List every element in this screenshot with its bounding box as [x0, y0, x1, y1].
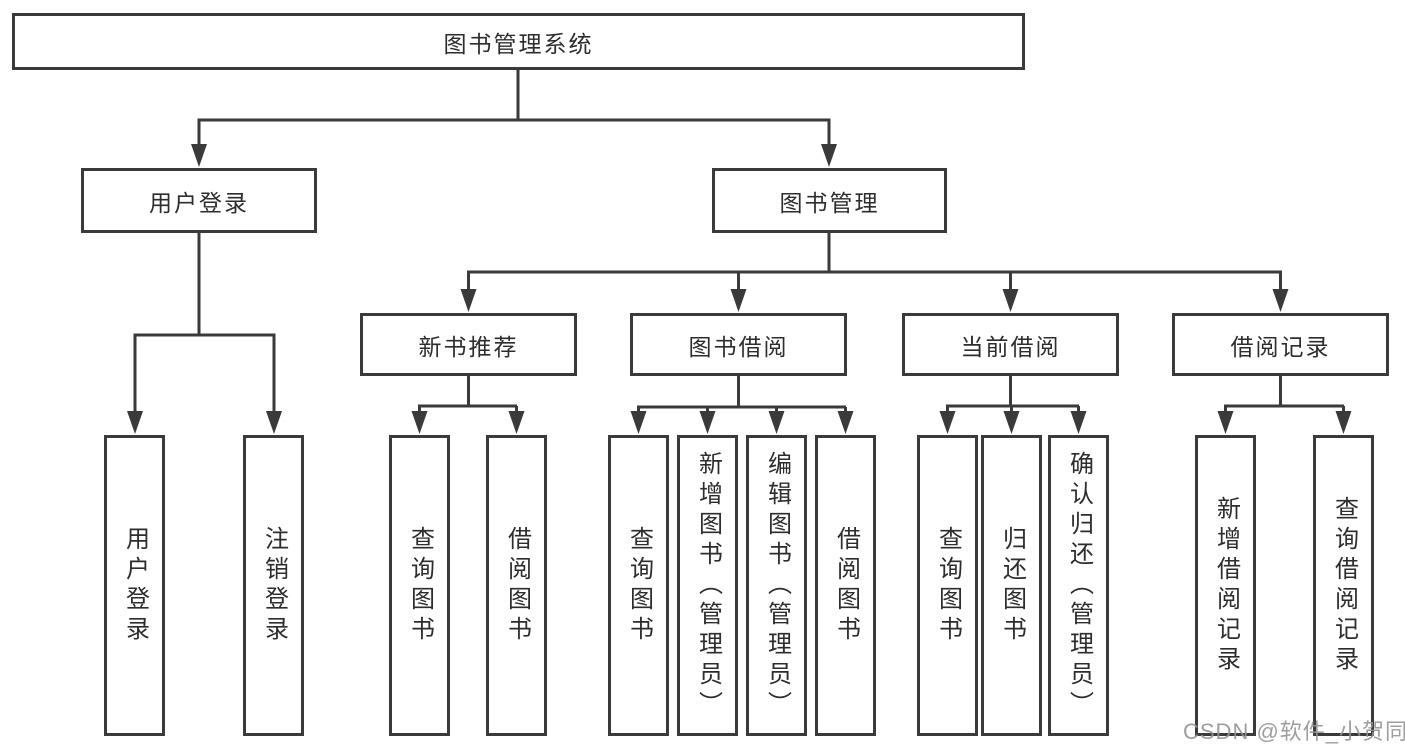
- arrowheads: [127, 144, 1352, 434]
- leaf-label: 归还图书: [998, 525, 1026, 646]
- node-book-management: 图书管理: [712, 168, 947, 233]
- leaf-current-confirm-return-admin: 确认归还（管理员）: [1048, 435, 1109, 736]
- leaf-logout: 注销登录: [243, 435, 304, 736]
- leaf-user-login: 用户登录: [104, 435, 165, 736]
- node-current-borrowing: 当前借阅: [902, 313, 1119, 376]
- node-book-borrowing: 图书借阅: [630, 313, 847, 376]
- node-root-system: 图书管理系统: [12, 13, 1025, 70]
- leaf-borrow-borrow-books: 借阅图书: [815, 435, 876, 736]
- node-new-book-recommendation: 新书推荐: [360, 313, 577, 376]
- csdn-watermark: CSDN @软件_小贺同学: [1183, 719, 1405, 744]
- leaf-label: 新增借阅记录: [1212, 495, 1240, 676]
- leaf-label: 注销登录: [260, 525, 288, 646]
- node-user-login: 用户登录: [81, 168, 317, 233]
- leaf-borrow-add-books-admin: 新增图书（管理员）: [677, 435, 738, 736]
- leaf-label: 新增图书（管理员）: [694, 450, 722, 721]
- leaf-label: 借阅图书: [832, 525, 860, 646]
- leaf-label: 用户登录: [121, 525, 149, 646]
- node-label: 图书借阅: [688, 333, 789, 360]
- leaf-current-query-books: 查询图书: [917, 435, 978, 736]
- node-label: 用户登录: [149, 189, 249, 216]
- node-label: 借阅记录: [1230, 333, 1331, 360]
- leaf-borrow-query-books: 查询图书: [608, 435, 669, 736]
- leaf-label: 借阅图书: [503, 525, 531, 646]
- leaf-label: 查询图书: [406, 525, 434, 646]
- leaf-records-query-borrow-record: 查询借阅记录: [1313, 435, 1374, 736]
- leaf-recommend-borrow-books: 借阅图书: [486, 435, 547, 736]
- node-root-label: 图书管理系统: [443, 30, 594, 57]
- leaf-label: 查询图书: [625, 525, 653, 646]
- leaf-records-add-borrow-record: 新增借阅记录: [1195, 435, 1256, 736]
- leaf-label: 编辑图书（管理员）: [763, 450, 791, 721]
- node-label: 当前借阅: [960, 333, 1061, 360]
- leaf-borrow-edit-books-admin: 编辑图书（管理员）: [746, 435, 807, 736]
- node-borrowing-records: 借阅记录: [1172, 313, 1389, 376]
- leaf-current-return-books: 归还图书: [981, 435, 1042, 736]
- leaf-label: 查询图书: [934, 525, 962, 646]
- leaf-label: 确认归还（管理员）: [1065, 450, 1093, 721]
- node-label: 图书管理: [779, 189, 880, 216]
- node-label: 新书推荐: [418, 333, 519, 360]
- leaf-label: 查询借阅记录: [1330, 495, 1358, 676]
- leaf-recommend-query-books: 查询图书: [389, 435, 450, 736]
